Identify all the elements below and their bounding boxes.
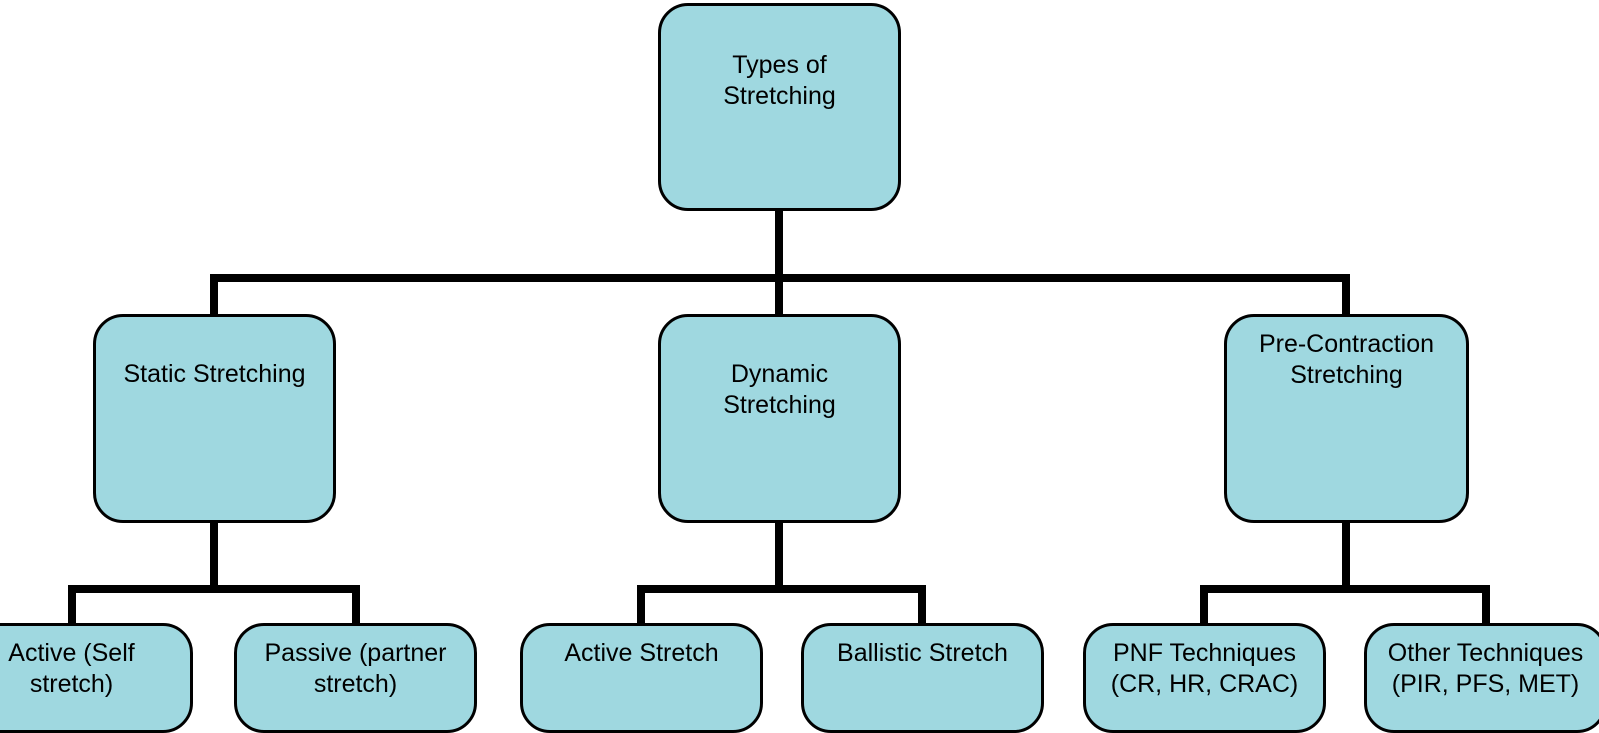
node-label-line1: Other Techniques: [1387, 639, 1584, 667]
node-ballistic-stretch: Ballistic Stretch: [801, 623, 1044, 733]
node-label-line1: Active (Self: [8, 639, 135, 667]
node-label-line1: PNF Techniques: [1113, 639, 1296, 667]
stretching-types-diagram: Types of Stretching Static Stretching Dy…: [0, 3, 1599, 733]
node-label-line2: (CR, HR, CRAC): [1110, 670, 1299, 698]
node-label-line2: Stretching: [1290, 361, 1403, 389]
node-active-self-stretch: Active (Self stretch): [0, 623, 193, 733]
node-label-line1: Passive (partner: [264, 639, 447, 667]
connector-lines: [68, 207, 1490, 627]
node-dynamic-stretching: Dynamic Stretching: [658, 314, 901, 523]
node-label-line2: stretch): [313, 670, 398, 698]
node-other-techniques: Other Techniques (PIR, PFS, MET): [1364, 623, 1599, 733]
node-label-line2: stretch): [29, 670, 114, 698]
node-label-line1: Types of: [732, 51, 827, 79]
node-pnf-techniques: PNF Techniques (CR, HR, CRAC): [1083, 623, 1326, 733]
node-label-line2: Stretching: [723, 391, 836, 419]
node-label-line1: Static Stretching: [123, 360, 306, 388]
node-pre-contraction-stretching: Pre-Contraction Stretching: [1224, 314, 1469, 523]
node-static-stretching: Static Stretching: [93, 314, 336, 523]
node-label-line1: Active Stretch: [564, 639, 719, 667]
node-label-line2: (PIR, PFS, MET): [1391, 670, 1580, 698]
node-label-line1: Ballistic Stretch: [837, 639, 1008, 667]
node-types-of-stretching: Types of Stretching: [658, 3, 901, 211]
node-label-line1: Pre-Contraction: [1258, 330, 1435, 358]
node-passive-partner-stretch: Passive (partner stretch): [234, 623, 477, 733]
node-label-line2: Stretching: [723, 82, 836, 110]
node-label-line1: Dynamic: [730, 360, 829, 388]
node-active-stretch: Active Stretch: [520, 623, 763, 733]
